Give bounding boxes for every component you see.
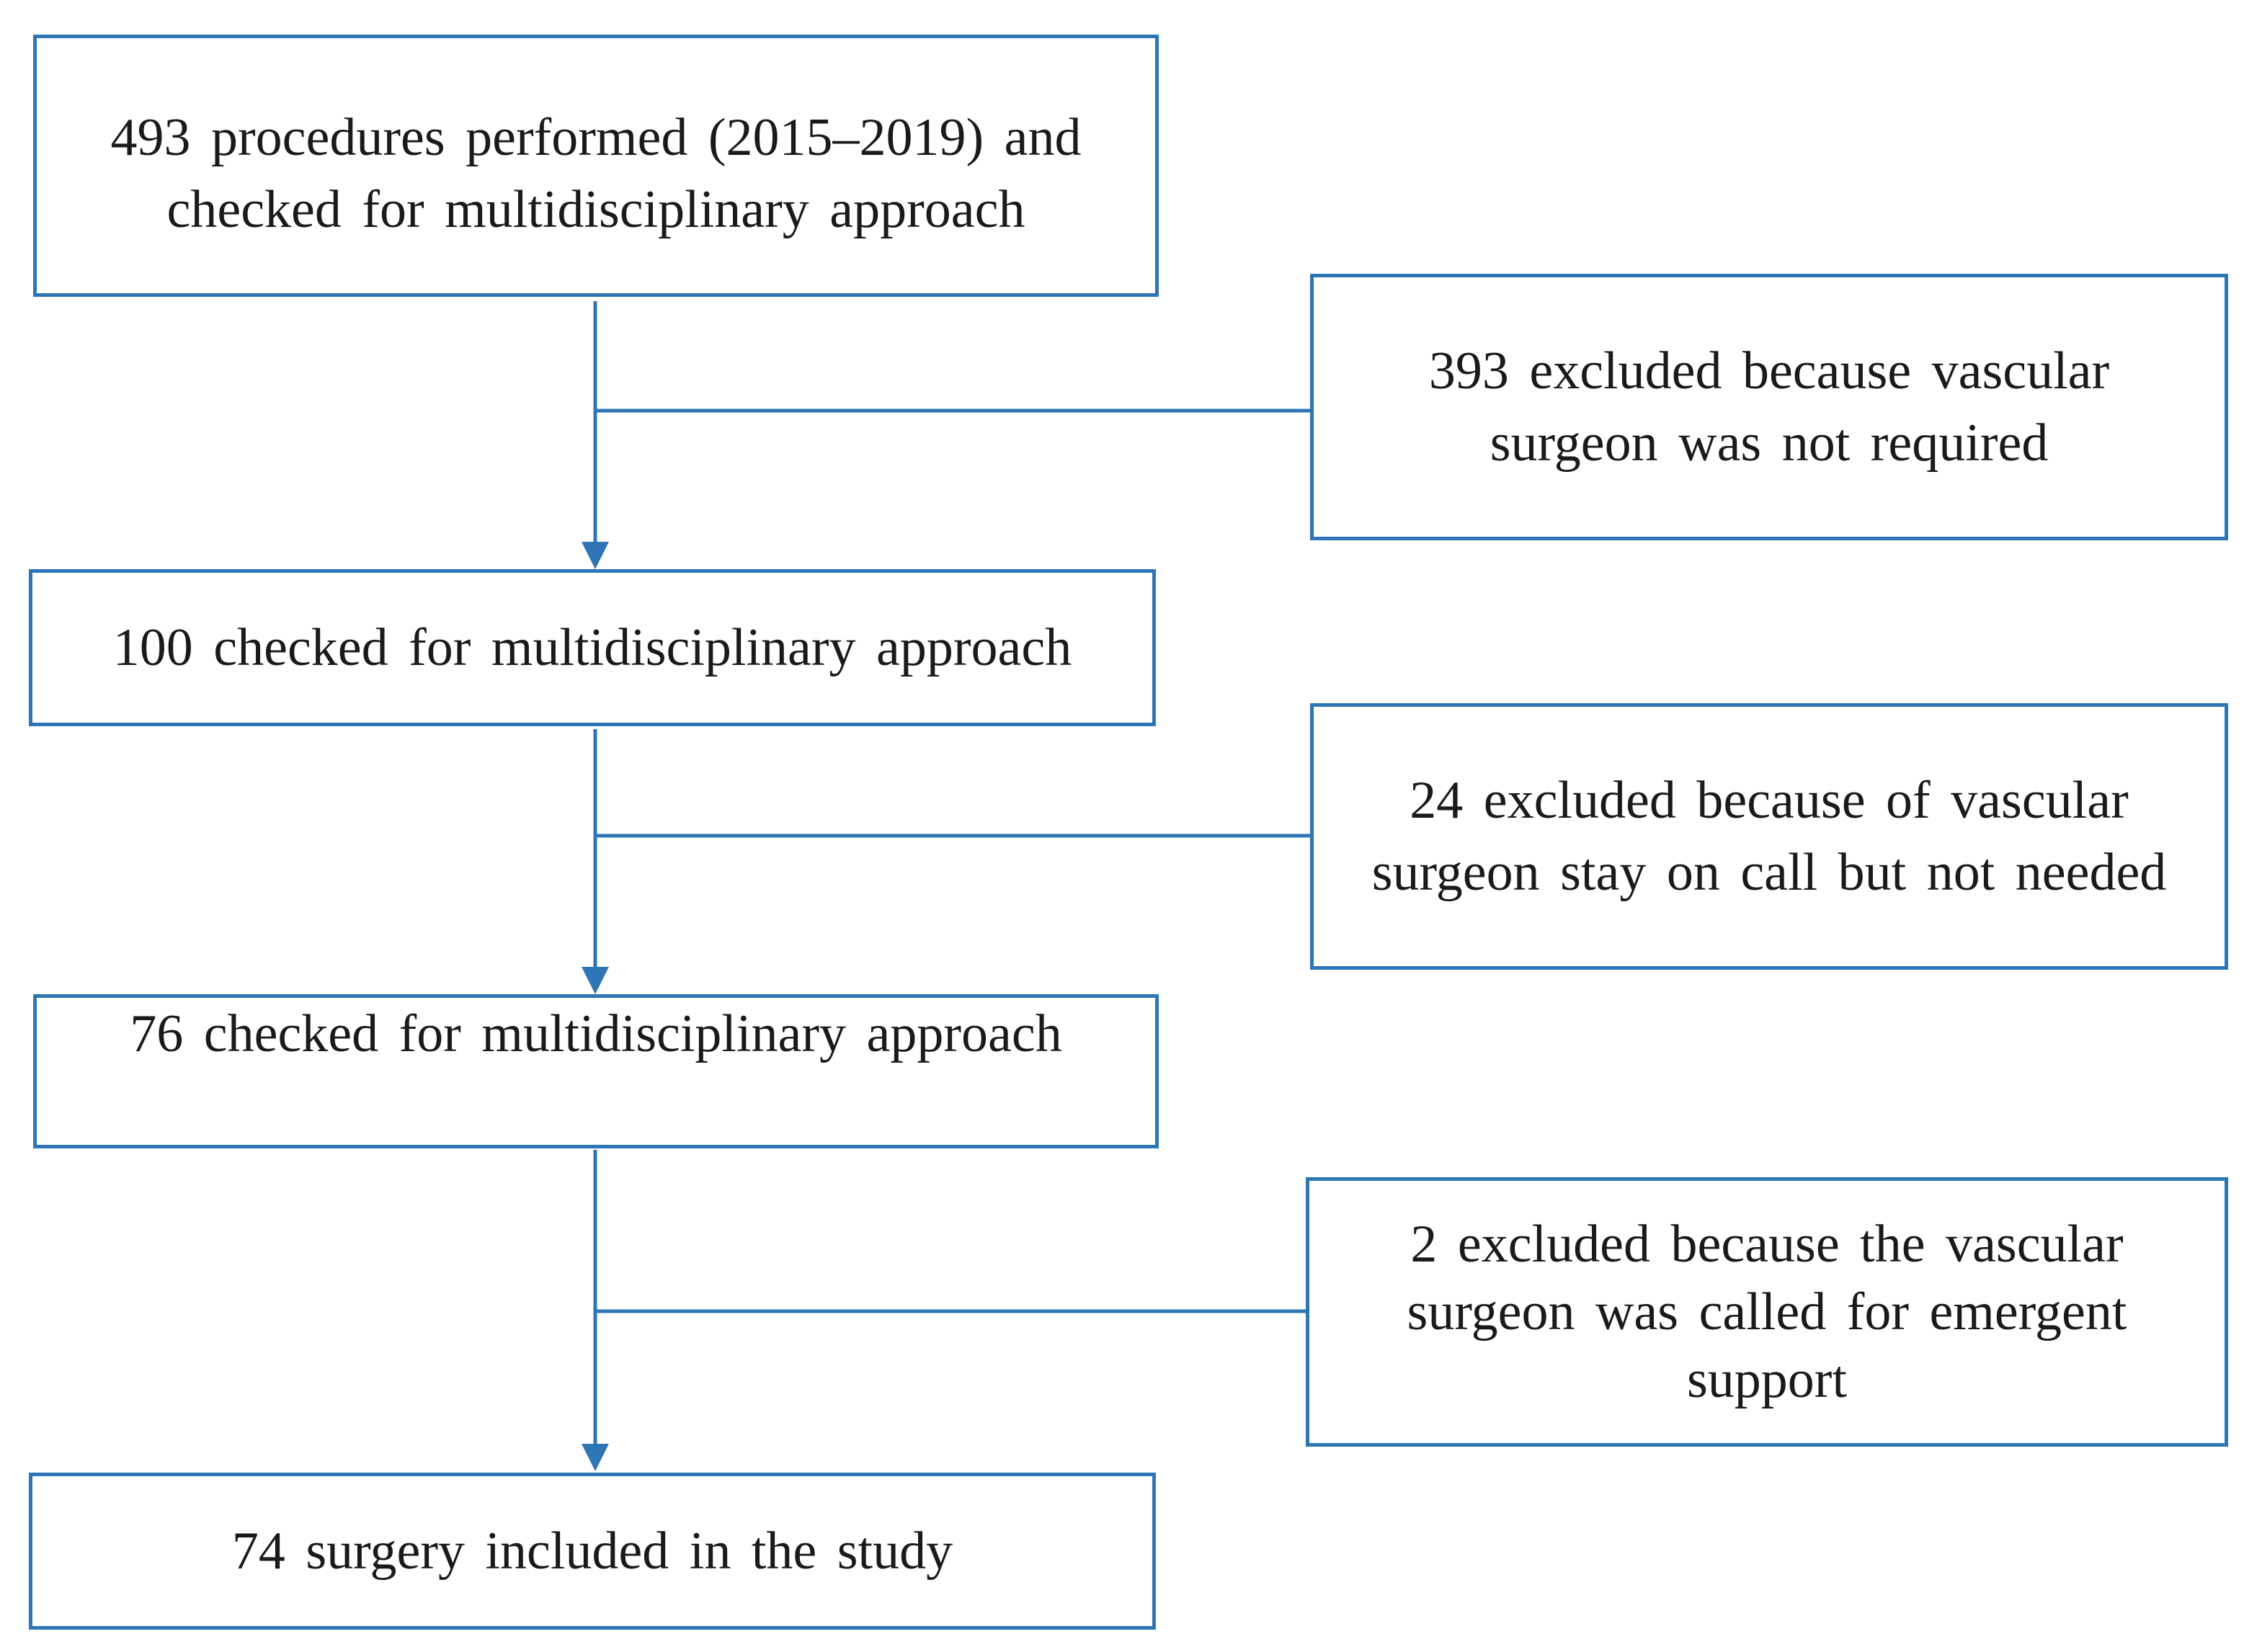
exclusion-box-24: 24 excluded because of vascular surgeon … xyxy=(1310,703,2228,970)
exclusion-box-393: 393 excluded because vascular surgeon wa… xyxy=(1310,274,2228,540)
exclusion-text-393: 393 excluded because vascular surgeon wa… xyxy=(1428,341,2110,473)
step-text-initial-procedures: 493 procedures performed (2015–2019) and… xyxy=(110,108,1082,239)
exclusion-text-2: 2 excluded because the vascular surgeon … xyxy=(1407,1215,2127,1409)
step-text-76-checked: 76 checked for multidisciplinary approac… xyxy=(130,1004,1062,1063)
step-box-74-included: 74 surgery included in the study xyxy=(29,1473,1156,1630)
flow-arrowhead-2 xyxy=(582,967,609,994)
flow-arrowhead-1 xyxy=(582,542,609,569)
flow-arrowhead-3 xyxy=(582,1444,609,1471)
step-text-100-checked: 100 checked for multidisciplinary approa… xyxy=(112,618,1072,677)
exclusion-box-2: 2 excluded because the vascular surgeon … xyxy=(1306,1177,2228,1447)
step-box-initial-procedures: 493 procedures performed (2015–2019) and… xyxy=(33,35,1159,297)
step-box-76-checked: 76 checked for multidisciplinary approac… xyxy=(33,994,1159,1148)
step-box-100-checked: 100 checked for multidisciplinary approa… xyxy=(29,569,1156,726)
exclusion-text-24: 24 excluded because of vascular surgeon … xyxy=(1371,771,2167,902)
step-text-74-included: 74 surgery included in the study xyxy=(231,1522,953,1581)
